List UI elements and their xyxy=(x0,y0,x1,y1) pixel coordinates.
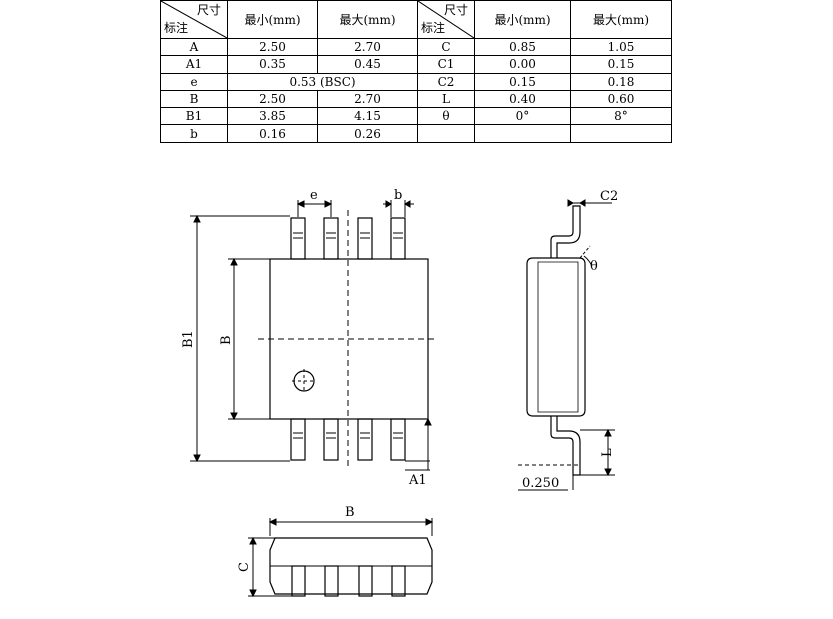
lead xyxy=(323,418,339,461)
dim-b xyxy=(383,200,414,217)
lead xyxy=(290,418,306,461)
diagonal-header-left: 尺寸 标注 xyxy=(160,0,228,39)
table-row: b 0.16 0.26 xyxy=(160,124,672,143)
table-row: A 2.50 2.70 C 0.85 1.05 xyxy=(160,37,672,57)
label-b: b xyxy=(394,188,402,203)
table-row: B1 3.85 4.15 θ 0° 8° xyxy=(160,107,672,126)
gauge-plane xyxy=(518,464,580,491)
top-view xyxy=(190,200,438,471)
cell-min: 0.16 xyxy=(227,124,318,143)
side-body xyxy=(526,257,586,417)
pin1-marker-icon xyxy=(292,369,316,393)
label-B1: B1 xyxy=(181,330,196,348)
lead xyxy=(391,565,406,597)
side-lead-top xyxy=(550,205,581,258)
label-C: C xyxy=(237,562,252,572)
header-max: 最大(mm) xyxy=(317,0,418,39)
cell-min: 0.40 xyxy=(474,89,571,109)
cell-max: 1.05 xyxy=(570,37,672,57)
cell-min: 2.50 xyxy=(227,89,318,109)
side-body-inner xyxy=(537,261,579,413)
dim-bottom-B xyxy=(268,518,434,536)
lead xyxy=(323,217,339,260)
diagonal-header-right: 尺寸 标注 xyxy=(417,0,475,39)
dim-L xyxy=(580,428,615,477)
bottom-leads xyxy=(290,418,406,461)
lead xyxy=(357,217,373,260)
dim-B xyxy=(228,257,270,421)
cell-max xyxy=(570,124,672,143)
lead xyxy=(390,217,406,260)
front-body xyxy=(269,537,433,595)
label-B: B xyxy=(219,335,234,345)
lead xyxy=(290,217,306,260)
header-mark-label: 标注 xyxy=(164,21,189,35)
table-row: B 2.50 2.70 L 0.40 0.60 xyxy=(160,89,672,109)
dim-C xyxy=(248,536,292,598)
label-C2: C2 xyxy=(600,189,618,204)
lead-hatch-marks xyxy=(293,232,403,439)
label-A1: A1 xyxy=(408,473,427,488)
cell-label: B1 xyxy=(160,107,228,126)
cell-max: 8° xyxy=(570,107,672,126)
label-e: e xyxy=(310,188,318,203)
label-theta: θ xyxy=(590,259,598,274)
front-view xyxy=(248,518,434,598)
lead xyxy=(358,565,373,597)
header-max: 最大(mm) xyxy=(570,0,672,39)
header-size-label: 尺寸 xyxy=(196,3,221,17)
top-leads xyxy=(290,217,406,260)
dim-e xyxy=(296,200,333,217)
dim-C2 xyxy=(567,199,612,207)
header-mark-label: 标注 xyxy=(421,21,446,35)
lead xyxy=(324,565,339,597)
table-header-row: 尺寸 标注 最小(mm) 最大(mm) 尺寸 标注 最小(mm) 最大(mm) xyxy=(160,0,672,39)
cell-max: 2.70 xyxy=(317,37,418,57)
header-min: 最小(mm) xyxy=(227,0,318,39)
front-leads xyxy=(291,565,406,597)
header-size-label: 尺寸 xyxy=(443,3,468,17)
cell-max: 0.26 xyxy=(317,124,418,143)
lead xyxy=(390,418,406,461)
dimension-table: 尺寸 标注 最小(mm) 最大(mm) 尺寸 标注 最小(mm) 最大(mm) … xyxy=(160,0,672,143)
lead xyxy=(357,418,373,461)
side-lead-bottom xyxy=(550,416,581,476)
cell-max: 0.60 xyxy=(570,89,672,109)
lead xyxy=(291,565,306,597)
label-lead-thickness: 0.250 xyxy=(522,476,559,491)
dim-B1 xyxy=(190,214,290,463)
dim-theta xyxy=(579,245,593,267)
dim-A1 xyxy=(405,417,432,471)
label-bottom-B: B xyxy=(345,505,355,520)
cell-label: A1 xyxy=(160,55,228,74)
cell-label: C1 xyxy=(417,55,475,74)
table-row: e 0.53 (BSC) C2 0.15 0.18 xyxy=(160,72,672,91)
side-view xyxy=(518,199,615,491)
label-L: L xyxy=(600,448,615,457)
